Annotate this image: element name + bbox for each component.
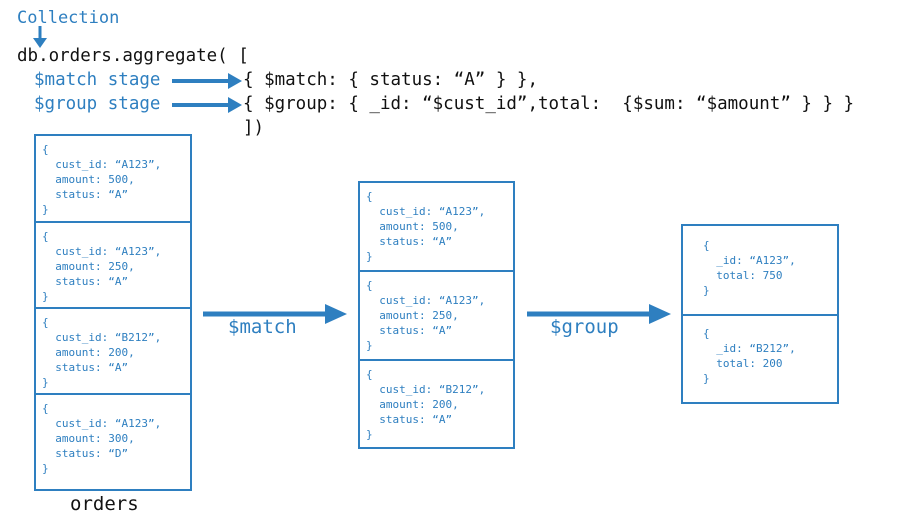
match-result: { cust_id: “A123”, amount: 500, status: … xyxy=(358,181,515,449)
aggregate-close: ]) xyxy=(243,118,265,138)
document: { _id: “B212”, total: 200 } xyxy=(703,327,796,385)
document: { cust_id: “A123”, amount: 250, status: … xyxy=(36,223,190,309)
match-arrow-label: $match xyxy=(228,316,297,338)
arrow-right-icon xyxy=(172,73,242,89)
collection-label: Collection xyxy=(17,8,120,28)
group-stage-label: $group stage xyxy=(34,94,161,114)
document: { cust_id: “A123”, amount: 250, status: … xyxy=(360,272,513,361)
arrow-right-icon xyxy=(203,304,347,324)
match-stage-code: { $match: { status: “A” } }, xyxy=(243,70,539,90)
arrow-right-icon xyxy=(172,97,242,113)
arrow-down-icon xyxy=(33,26,47,48)
orders-collection: { cust_id: “A123”, amount: 500, status: … xyxy=(34,134,192,491)
document: { cust_id: “B212”, amount: 200, status: … xyxy=(36,309,190,395)
document: { cust_id: “A123”, amount: 500, status: … xyxy=(360,183,513,272)
orders-label: orders xyxy=(70,493,139,515)
arrow-right-icon xyxy=(527,304,671,324)
group-result: { _id: “A123”, total: 750 } { _id: “B212… xyxy=(681,224,839,404)
document: { cust_id: “A123”, amount: 500, status: … xyxy=(36,136,190,223)
match-stage-label: $match stage xyxy=(34,70,161,90)
aggregate-call: db.orders.aggregate( [ xyxy=(17,46,249,66)
document: { cust_id: “B212”, amount: 200, status: … xyxy=(366,368,486,441)
group-stage-code: { $group: { _id: “$cust_id”,total: {$sum… xyxy=(243,94,855,114)
document: { cust_id: “A123”, amount: 300, status: … xyxy=(42,402,162,475)
document: { _id: “A123”, total: 750 } xyxy=(683,226,837,316)
group-arrow-label: $group xyxy=(550,316,619,338)
